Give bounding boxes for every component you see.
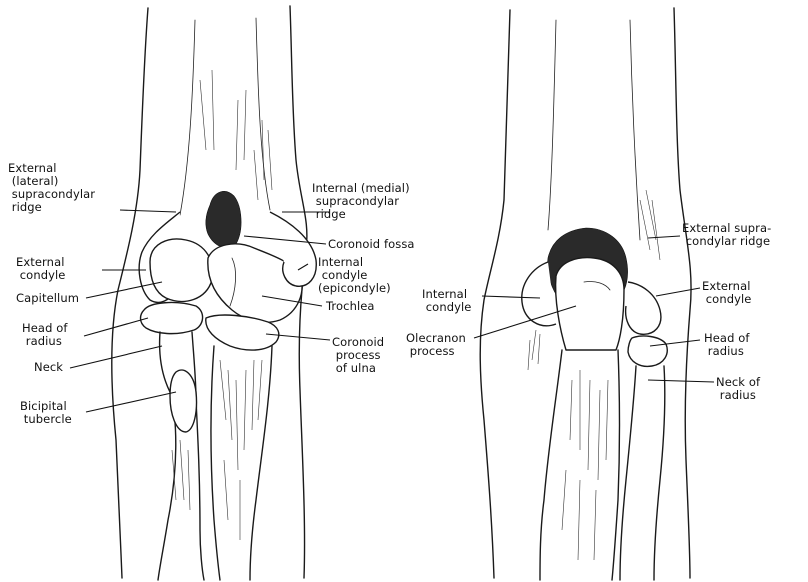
capitellum-shape <box>150 239 213 301</box>
olecranon-shape <box>556 258 624 350</box>
label-external-supracondylar-ridge-right: External supra- condylar ridge <box>682 222 771 248</box>
label-external-condyle-left: External condyle <box>16 256 65 282</box>
label-internal-condyle-epicondyle: Internal condyle (epicondyle) <box>318 256 391 295</box>
label-internal-medial-supracondylar-ridge: Internal (medial) supracondylar ridge <box>312 182 410 221</box>
left-arm-outer-contour <box>112 8 148 578</box>
label-trochlea: Trochlea <box>326 300 375 313</box>
label-bicipital-tubercle: Bicipital tubercle <box>20 400 72 426</box>
label-coronoid-fossa: Coronoid fossa <box>328 238 415 251</box>
anterior-elbow-figure <box>112 6 317 580</box>
label-head-of-radius-right: Head of radius <box>704 332 750 358</box>
external-condyle-right-shape <box>626 282 661 334</box>
radius-head-right <box>628 336 667 366</box>
ulna-shaft-left <box>211 346 220 580</box>
label-external-lateral-supracondylar-ridge: External (lateral) supracondylar ridge <box>8 162 95 214</box>
label-external-condyle-right: External condyle <box>702 280 751 306</box>
label-neck-of-radius-right: Neck of radius <box>716 376 760 402</box>
coronoid-fossa-shading <box>206 191 241 247</box>
posterior-elbow-figure <box>480 8 691 580</box>
label-olecranon-process: Olecranon process <box>406 332 466 358</box>
humerus-shaft-medial <box>256 18 270 210</box>
radius-head-left <box>141 303 203 334</box>
right-arm-outer-contour <box>480 10 510 578</box>
radius-shaft-left <box>158 332 176 580</box>
label-capitellum: Capitellum <box>16 292 79 305</box>
label-internal-condyle-right: Internal condyle <box>422 288 471 314</box>
label-coronoid-process-of-ulna: Coronoid process of ulna <box>332 336 384 375</box>
ulna-shaft-right <box>540 350 562 580</box>
right-arm-inner-contour <box>674 8 691 578</box>
bicipital-tubercle-shape <box>170 370 197 432</box>
label-head-of-radius-left: Head of radius <box>22 322 68 348</box>
humerus-shaft-lateral <box>180 20 195 215</box>
label-neck-left: Neck <box>34 361 63 374</box>
